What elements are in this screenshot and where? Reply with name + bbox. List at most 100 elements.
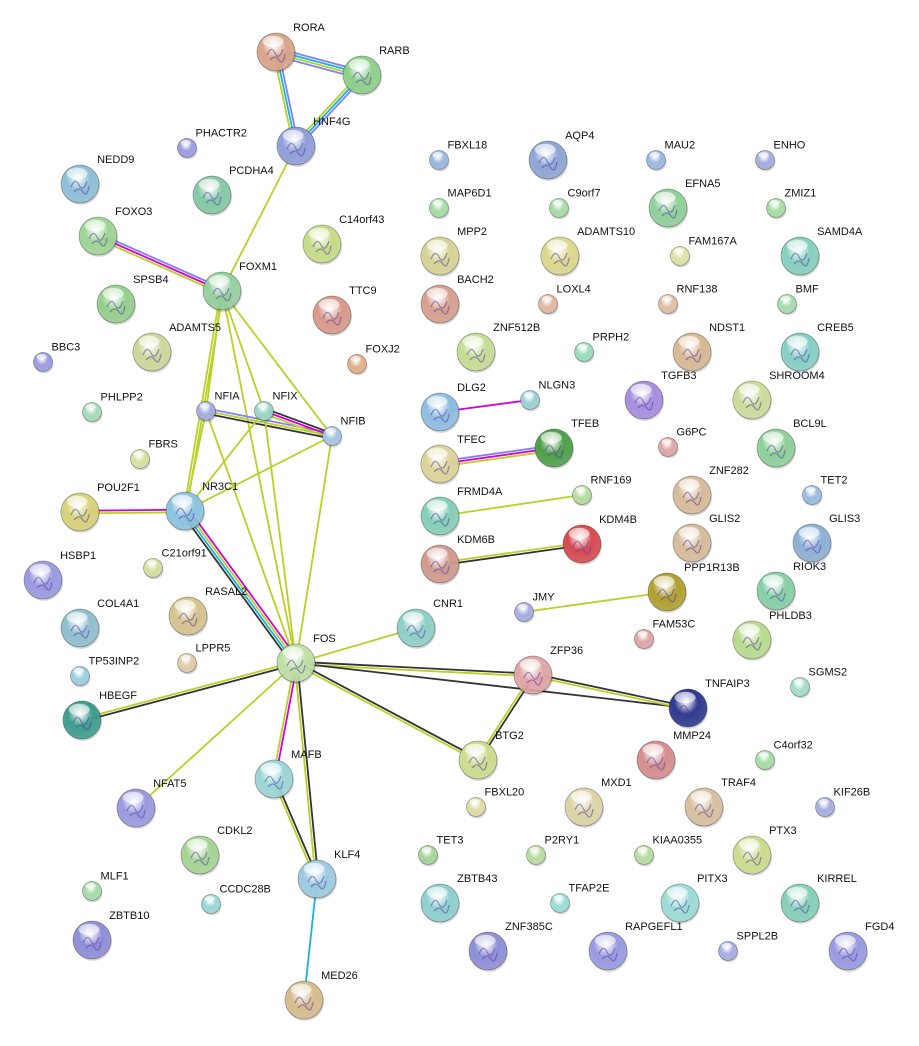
node-fgd4[interactable]: FGD4 (828, 921, 894, 972)
edge-fos-klf4[interactable] (293, 662, 320, 880)
edge-frmd4a-rnf169[interactable] (439, 494, 583, 517)
node-dlg2[interactable]: DLG2 (420, 382, 486, 433)
node-znf282[interactable]: ZNF282 (672, 465, 749, 516)
edge-nfix-nr3c1[interactable] (184, 410, 265, 512)
node-tp53inp2[interactable]: TP53INP2 (70, 656, 140, 688)
node-nfia[interactable]: NFIA (196, 391, 241, 423)
node-phldb3[interactable]: PHLDB3 (732, 610, 812, 661)
node-nfix[interactable]: NFIX (254, 391, 299, 423)
edge-fos-tnfaip3[interactable] (295, 662, 689, 709)
node-nfib[interactable]: NFIB (322, 416, 366, 448)
node-riok3[interactable]: RIOK3 (756, 561, 826, 612)
node-adamts5[interactable]: ADAMTS5 (132, 322, 221, 373)
node-phlpp2[interactable]: PHLPP2 (82, 392, 143, 424)
node-tet3[interactable]: TET3 (418, 835, 464, 867)
node-c14orf43[interactable]: C14orf43 (302, 214, 384, 265)
node-frmd4a[interactable]: FRMD4A (420, 486, 503, 537)
node-enho[interactable]: ENHO (755, 140, 806, 172)
edge-fos-btg2[interactable] (294, 661, 480, 762)
edge-fos-hbegf[interactable] (81, 660, 297, 723)
node-c21orf91[interactable]: C21orf91 (143, 548, 207, 580)
node-kdm4b[interactable]: KDM4B (562, 514, 637, 565)
node-rapgefl1[interactable]: RAPGEFL1 (588, 921, 683, 972)
edge-hnf4g-foxm1[interactable] (221, 145, 297, 292)
node-jmy[interactable]: JMY (514, 592, 556, 624)
node-ppp1r13b[interactable]: PPP1R13B (647, 562, 740, 613)
node-sgms2[interactable]: SGMS2 (790, 667, 848, 699)
node-g6pc[interactable]: G6PC (658, 427, 707, 459)
node-zmiz1[interactable]: ZMIZ1 (766, 188, 817, 220)
node-c9orf7[interactable]: C9orf7 (549, 188, 601, 220)
node-kirrel[interactable]: KIRREL (780, 873, 857, 924)
node-sppl2b[interactable]: SPPL2B (718, 931, 779, 963)
node-med26[interactable]: MED26 (284, 970, 358, 1021)
node-lppr5[interactable]: LPPR5 (177, 643, 231, 675)
node-tet2[interactable]: TET2 (802, 475, 848, 507)
node-nfat5[interactable]: NFAT5 (116, 778, 187, 829)
node-shroom4[interactable]: SHROOM4 (732, 370, 825, 421)
node-phactr2[interactable]: PHACTR2 (177, 128, 247, 160)
node-efna5[interactable]: EFNA5 (648, 178, 721, 229)
node-hbegf[interactable]: HBEGF (62, 690, 137, 741)
node-ptx3[interactable]: PTX3 (732, 825, 797, 876)
node-bcl9l[interactable]: BCL9L (756, 418, 827, 469)
edge-kdm6b-kdm4b[interactable] (439, 541, 583, 567)
node-foxj2[interactable]: FOXJ2 (347, 344, 400, 376)
edge-nfib-nr3c1[interactable] (184, 435, 333, 512)
edge-nfix-fos[interactable] (263, 410, 297, 664)
node-znf512b[interactable]: ZNF512B (456, 322, 540, 373)
node-fbrs[interactable]: FBRS (130, 439, 178, 471)
edge-nfix-nfib[interactable] (262, 407, 334, 440)
node-aqp4[interactable]: AQP4 (528, 130, 594, 181)
node-adamts10[interactable]: ADAMTS10 (540, 226, 635, 277)
node-hnf4g[interactable]: HNF4G (276, 116, 350, 167)
node-cdkl2[interactable]: CDKL2 (180, 825, 253, 876)
node-mxd1[interactable]: MXD1 (564, 777, 632, 828)
node-zfp36[interactable]: ZFP36 (513, 645, 583, 696)
edge-foxm1-nfib[interactable] (221, 290, 333, 437)
node-bmf[interactable]: BMF (777, 284, 820, 316)
node-tfeb[interactable]: TFEB (534, 418, 599, 469)
edge-foxm1-nfix[interactable] (221, 290, 265, 412)
edge-klf4-med26[interactable] (303, 878, 318, 1001)
node-rnf169[interactable]: RNF169 (572, 475, 632, 507)
node-mmp24[interactable]: MMP24 (636, 730, 711, 781)
node-loxl4[interactable]: LOXL4 (538, 284, 591, 316)
node-bbc3[interactable]: BBC3 (33, 342, 81, 374)
node-spsb4[interactable]: SPSB4 (96, 274, 169, 325)
node-glis2[interactable]: GLIS2 (672, 513, 740, 564)
node-glis3[interactable]: GLIS3 (792, 513, 860, 564)
node-prph2[interactable]: PRPH2 (574, 332, 630, 364)
edge-nfib-fos[interactable] (295, 435, 333, 664)
node-zbtb10[interactable]: ZBTB10 (72, 910, 149, 961)
node-foxm1[interactable]: FOXM1 (202, 261, 277, 312)
node-ccdc28b[interactable]: CCDC28B (201, 884, 271, 916)
node-mafb[interactable]: MAFB (254, 749, 322, 800)
node-nr3c1[interactable]: NR3C1 (165, 481, 238, 532)
edge-tfec-tfeb[interactable] (439, 444, 555, 468)
node-rasal2[interactable]: RASAL2 (168, 586, 247, 637)
node-traf4[interactable]: TRAF4 (684, 777, 756, 828)
node-zbtb43[interactable]: ZBTB43 (420, 873, 497, 924)
node-foxo3[interactable]: FOXO3 (78, 206, 152, 257)
edge-fos-nfat5[interactable] (135, 662, 297, 809)
node-mpp2[interactable]: MPP2 (420, 226, 487, 277)
node-nlgn3[interactable]: NLGN3 (520, 380, 576, 412)
node-col4a1[interactable]: COL4A1 (60, 598, 139, 649)
node-ndst1[interactable]: NDST1 (672, 322, 745, 373)
edge-fos-zfp36[interactable] (295, 660, 534, 678)
node-kif26b[interactable]: KIF26B (815, 787, 871, 819)
node-hsbp1[interactable]: HSBP1 (23, 550, 96, 601)
node-rora[interactable]: RORA (256, 22, 326, 73)
node-tfap2e[interactable]: TFAP2E (550, 883, 610, 915)
edge-fos-cnr1[interactable] (295, 627, 417, 664)
node-tfec[interactable]: TFEC (420, 434, 486, 485)
node-fbxl18[interactable]: FBXL18 (429, 140, 488, 172)
node-fam53c[interactable]: FAM53C (634, 619, 696, 651)
node-fam167a[interactable]: FAM167A (670, 236, 738, 268)
node-znf385c[interactable]: ZNF385C (468, 921, 553, 972)
node-kdm6b[interactable]: KDM6B (420, 534, 495, 585)
node-map6d1[interactable]: MAP6D1 (429, 188, 492, 220)
node-mau2[interactable]: MAU2 (646, 140, 696, 172)
